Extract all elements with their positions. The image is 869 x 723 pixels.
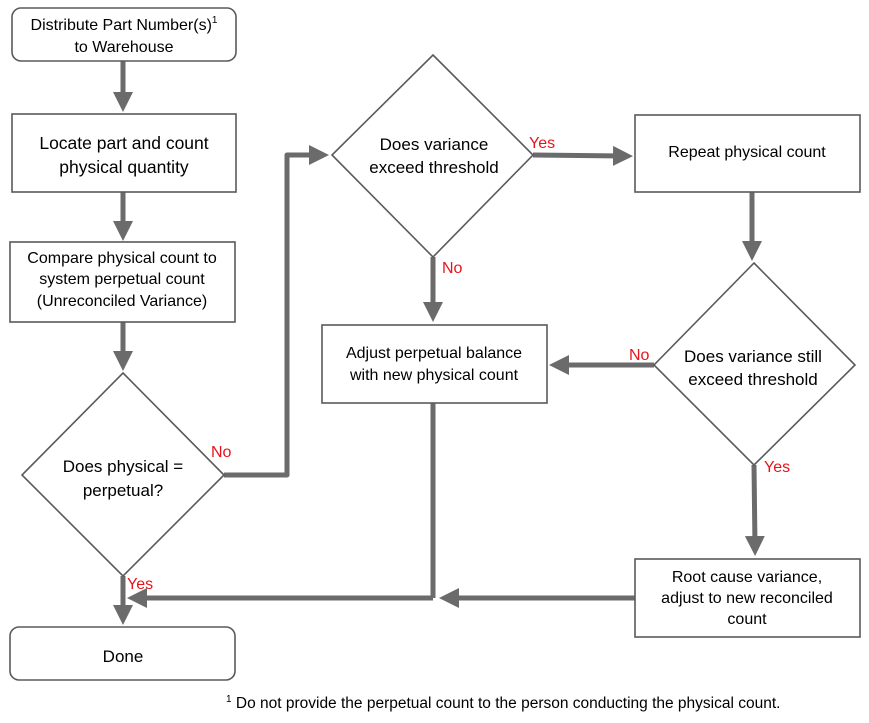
node-root-cause-line3: count xyxy=(727,611,767,628)
node-exceed-shape xyxy=(330,53,535,259)
node-exceed-line1: Does variance xyxy=(380,135,489,154)
node-adjust-shape xyxy=(321,324,548,404)
node-adjust-line1: Adjust perpetual balance xyxy=(346,345,522,362)
node-compare-shape xyxy=(9,241,236,323)
node-locate-line1: Locate part and count xyxy=(39,133,208,153)
node-root-cause-shape xyxy=(634,558,861,638)
node-distribute-shape xyxy=(11,7,237,62)
connectors xyxy=(113,61,765,625)
node-still-exceed-line2: exceed threshold xyxy=(688,370,817,389)
node-locate-shape xyxy=(11,113,237,193)
label-yes-physical: Yes xyxy=(127,576,153,593)
node-locate-line2: physical quantity xyxy=(59,157,189,177)
node-repeat-line1: Repeat physical count xyxy=(668,144,826,161)
label-yes-still: Yes xyxy=(764,459,790,476)
node-adjust-line2: with new physical count xyxy=(349,367,519,384)
node-root-cause: Root cause variance, adjust to new recon… xyxy=(634,558,861,638)
node-does-physical: Does physical = perpetual? xyxy=(20,371,226,578)
node-root-cause-line2: adjust to new reconciled xyxy=(661,590,833,607)
node-still-exceed-line1: Does variance still xyxy=(684,347,822,366)
node-distribute: Distribute Part Number(s)1 to Warehouse xyxy=(11,7,237,62)
node-root-cause-line1: Root cause variance, xyxy=(672,569,822,586)
node-locate: Locate part and count physical quantity xyxy=(11,113,237,193)
node-compare-line2: system perpetual count xyxy=(39,271,205,288)
node-compare-line3: (Unreconciled Variance) xyxy=(37,293,207,310)
node-adjust: Adjust perpetual balance with new physic… xyxy=(321,324,548,404)
node-exceed-line2: exceed threshold xyxy=(369,158,498,177)
node-still-exceed: Does variance still exceed threshold xyxy=(652,261,857,467)
footnote: 1 Do not provide the perpetual count to … xyxy=(226,694,780,713)
label-no-physical: No xyxy=(211,444,232,461)
node-done-line1: Done xyxy=(103,647,144,666)
node-distribute-line2: to Warehouse xyxy=(74,39,173,56)
edge-still-yes-to-rootcause xyxy=(744,464,765,556)
node-does-physical-line2: perpetual? xyxy=(83,481,163,500)
node-does-physical-shape xyxy=(20,371,226,578)
node-still-exceed-shape xyxy=(652,261,857,467)
node-exceed: Does variance exceed threshold xyxy=(330,53,535,259)
edge-decision-no-to-exceed xyxy=(224,145,329,478)
footnote-text: Do not provide the perpetual count to th… xyxy=(231,695,781,713)
label-yes-exceed: Yes xyxy=(529,135,555,152)
label-no-exceed: No xyxy=(442,260,463,277)
node-compare: Compare physical count to system perpetu… xyxy=(9,241,236,323)
node-repeat-shape xyxy=(634,114,861,193)
node-done: Done xyxy=(9,626,236,681)
edge-exceed-yes-to-repeat xyxy=(532,145,633,166)
node-distribute-line1: Distribute Part Number(s)1 xyxy=(31,15,218,34)
footnote-marker: 1 xyxy=(226,694,232,705)
node-repeat: Repeat physical count xyxy=(634,114,861,193)
node-done-shape xyxy=(9,626,236,681)
node-compare-line1: Compare physical count to xyxy=(27,250,217,267)
node-does-physical-line1: Does physical = xyxy=(63,457,184,476)
label-no-still: No xyxy=(629,347,650,364)
